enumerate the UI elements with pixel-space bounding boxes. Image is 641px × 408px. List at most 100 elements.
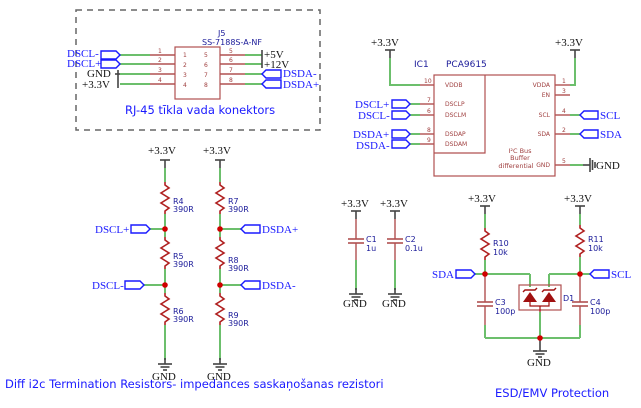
j5-ref: J5 [217,29,225,38]
resistor-r5 [159,237,171,269]
power-label: +3.3V [468,193,496,205]
pin-num: 4 [183,82,187,89]
ic-desc: I²C Bus [508,147,532,155]
pin-num: 8 [229,77,233,84]
junction-dot [537,335,543,341]
ref: R8 [228,256,239,265]
junction-dot [217,226,223,232]
resistor-r10 [479,228,491,260]
power-label: +3.3V [341,198,369,210]
pin-name: SDA [538,131,551,138]
pin-num: 4 [158,77,162,84]
pin-num: 6 [229,57,233,64]
ref: R10 [493,239,509,248]
gnd-label: GND [527,357,551,369]
capacitor-c2: +3.3V GND C2 0.1u [380,198,423,310]
pin-num: 10 [424,78,432,85]
ic1-pwr-left: +3.3V [371,37,399,49]
net-dsda-minus: DSDA- [262,280,296,292]
pin-num: 4 [562,108,566,115]
ic-desc: differential [498,162,533,170]
pin-num: 1 [158,48,162,55]
net-scl: SCL [611,269,631,281]
val: 100p [590,307,610,316]
ic-desc: Buffer [510,154,530,162]
pin-num: 7 [204,72,208,79]
pin-name: DSCLP [445,101,465,108]
val: 10k [588,244,603,253]
pin-name: VDDA [533,82,551,89]
net-label-flag [100,50,121,60]
net-sda: SDA [432,269,454,281]
diode-d1 [522,287,557,312]
power-label: +3.3V [380,198,408,210]
gnd-label: GND [382,298,406,310]
power-label: +3.3V [203,145,231,157]
power-label: +3.3V [564,193,592,205]
net-dsda-minus: DSDA- [283,68,317,80]
pin-num: 8 [427,127,431,134]
j5-right-pins: 5 6 7 8 5 6 7 8 [204,48,262,89]
resistor-r9 [214,293,226,325]
dashed-frame [75,9,321,131]
pin-name: EN [542,92,550,99]
ref: R5 [173,252,184,261]
ic1-pca9615: IC1 PCA9615 +3.3V +3.3V 10 7 6 8 9 VDDB … [353,37,622,177]
ic1-pwr-right: +3.3V [555,37,583,49]
pin-num: 3 [158,67,162,74]
resistor-r6 [159,293,171,325]
pin-num: 9 [427,137,431,144]
pin-name: DSDAM [445,141,467,148]
ic-net-dscl-plus: DSCL+ [355,99,389,111]
pin-name: DSCLM [445,112,466,119]
resistor-r11 [574,225,586,257]
esd-protection-circuit: +3.3V R10 10k +3.3V R11 10k SDA SCL [432,193,631,369]
net-5v: +5V [264,49,284,61]
val: 100p [495,307,515,316]
ref: R9 [228,311,239,320]
pin-name: VDDB [445,82,462,89]
pin-num: 2 [158,57,162,64]
ic-net-dsda-minus: DSDA- [356,140,390,152]
ref: D1 [563,294,574,303]
ref: R11 [588,235,604,244]
net-label-flag [261,69,282,79]
ref: C4 [590,298,601,307]
j5-body [174,46,221,100]
pin-num: 8 [204,82,208,89]
ref: C3 [495,298,506,307]
rj45-connector-block: J5 SS-7188S-A-NF 1 2 3 4 1 2 3 4 5 6 7 8 [67,9,321,131]
val: 390R [228,264,249,273]
pin-num: 3 [183,72,187,79]
junction-dot [217,282,223,288]
termination-column-2: +3.3V GND R7 390R R8 390R R9 390R DSDA+ … [203,145,298,383]
ic-net-scl: SCL [600,110,620,122]
ic-net-dscl-minus: DSCL- [358,110,390,122]
pin-num: 7 [427,97,431,104]
net-label-flag [261,79,282,89]
pin-name: SCL [539,112,551,119]
pin-num: 5 [229,48,233,55]
val: 390R [228,205,249,214]
net-dsda-plus: DSDA+ [262,224,298,236]
ic1-ref: IC1 [414,60,429,70]
pin-num: 7 [229,67,233,74]
gnd-label: GND [152,371,176,383]
j5-part: SS-7188S-A-NF [202,38,262,47]
pin-num: 5 [562,158,566,165]
val: 0.1u [405,244,423,253]
gnd-label: GND [207,371,231,383]
net-dsda-plus: DSDA+ [283,79,319,91]
resistor-r7 [214,182,226,214]
termination-section-title: Diff i2c Termination Resistors- impedanc… [5,377,384,391]
power-label: +3.3V [148,145,176,157]
junction-dot [162,226,168,232]
esd-section-title: ESD/EMV Protection [495,386,609,400]
net-3v3: +3.3V [82,79,110,91]
ic-net-sda: SDA [600,129,622,141]
pin-name: DSDAP [445,131,466,138]
ic-net-gnd: GND [596,160,620,172]
val: 390R [173,205,194,214]
ref: C1 [366,235,377,244]
ref: C2 [405,235,416,244]
